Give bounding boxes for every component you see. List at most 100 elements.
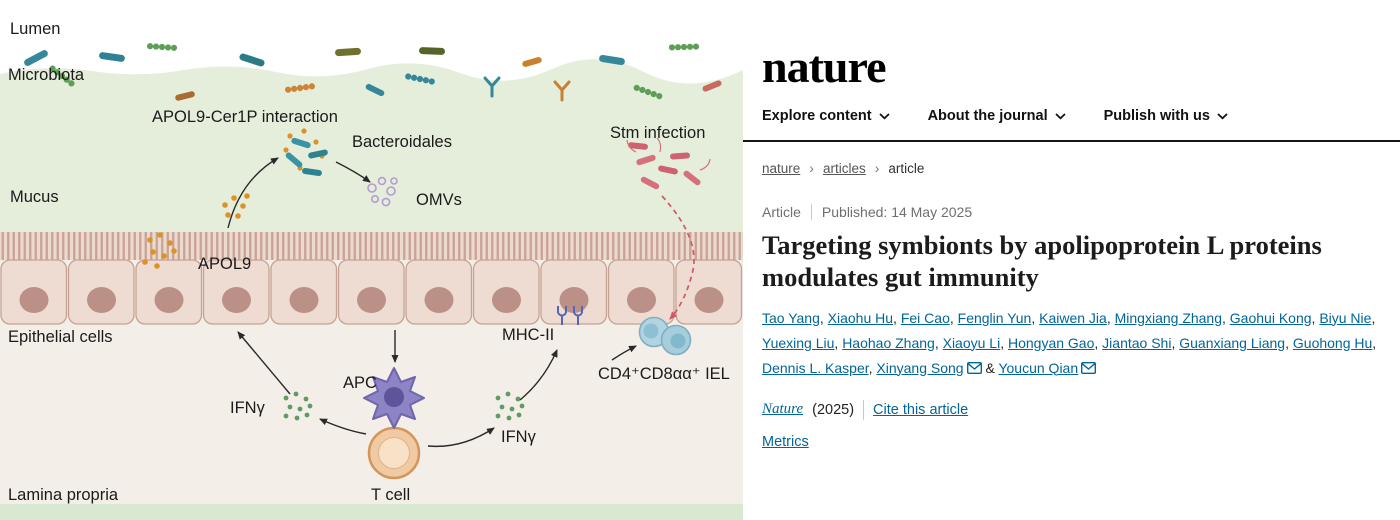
journal-link[interactable]: Nature [762,401,804,418]
author-link[interactable]: Xinyang Song [876,359,964,376]
label-mucus: Mucus [10,188,59,206]
label-ifng-right: IFNγ [501,428,536,446]
author-separator: , [868,359,877,376]
citation-row: Nature (2025) Cite this article [762,399,1378,420]
label-lumen: Lumen [10,20,61,38]
nav-label: Publish with us [1103,108,1210,124]
email-icon[interactable] [1081,357,1097,382]
author-separator: , [1285,334,1293,351]
nature-logo[interactable]: nature [762,41,886,92]
stm-infection-path [661,195,695,320]
author-separator: , [1311,309,1320,326]
metrics-link[interactable]: Metrics [762,433,809,450]
t-cell-shape [367,426,421,480]
iel-cells [638,316,692,356]
author-link[interactable]: Youcun Qian [998,359,1079,376]
cite-divider [863,399,865,420]
author-separator: , [1106,309,1115,326]
author-link[interactable]: Guanxiang Liang [1179,334,1286,351]
breadcrumb-nature[interactable]: nature [762,160,801,176]
ifng-dots [283,391,525,421]
article-page-panel: nature Explore content About the journal… [743,0,1400,520]
figure-illustration [0,42,743,520]
apol9-dots [142,128,325,269]
label-apol9-cer1p: APOL9-Cer1P interaction [152,108,338,126]
article-meta: Article Published: 14 May 2025 [762,204,1378,220]
author-link[interactable]: Biyu Nie [1319,309,1372,326]
author-link[interactable]: Kaiwen Jia [1039,309,1107,326]
chevron-down-icon [1054,112,1066,120]
nav-label: Explore content [762,108,872,124]
authors-ampersand: & [981,359,999,376]
author-list: Tao Yang, Xiaohu Hu, Fei Cao, Fenglin Yu… [762,306,1378,382]
published-date: 14 May 2025 [891,204,973,220]
microbiota-shapes [22,42,723,102]
author-separator: , [1094,334,1103,351]
author-separator: , [1171,334,1180,351]
label-microbiota: Microbiota [8,66,85,84]
nav-publish-with-us[interactable]: Publish with us [1104,108,1228,124]
author-link[interactable]: Mingxiang Zhang [1114,309,1223,326]
author-separator: , [819,309,828,326]
nav-label: About the journal [927,108,1048,124]
author-separator: , [1031,309,1040,326]
author-link[interactable]: Tao Yang [762,309,820,326]
journal-year: (2025) [812,401,855,418]
author-link[interactable]: Haohao Zhang [842,334,935,351]
apc-shape [363,367,425,429]
cite-this-article-link[interactable]: Cite this article [873,401,969,418]
process-arrows [227,157,637,448]
email-icon[interactable] [966,357,982,382]
author-separator: , [1372,334,1377,351]
author-link[interactable]: Dennis L. Kasper [762,359,869,376]
published-label: Published: [821,204,888,220]
omv-vesicles [367,176,398,207]
nav-about-journal[interactable]: About the journal [928,108,1066,124]
author-separator: , [1000,334,1008,351]
stm-bacteria [626,137,711,191]
breadcrumb-article: article [888,160,925,176]
author-separator: , [893,309,901,326]
article-title: Targeting symbionts by apolipoprotein L … [762,230,1322,292]
nav-explore-content[interactable]: Explore content [762,108,890,124]
figure-panel: Lumen Microbiota Mucus Epithelial cells … [0,20,743,520]
label-apol9: APOL9 [198,255,252,273]
site-nav: Explore content About the journal Publis… [762,108,1378,124]
author-link[interactable]: Xiaoyu Li [942,334,1001,351]
chevron-down-icon [1217,112,1228,120]
mhc2-icons [557,306,583,325]
breadcrumb-separator-icon: › [809,160,814,176]
label-mhc2: MHC-II [502,326,555,344]
header-divider [743,140,1400,142]
author-separator: , [934,334,943,351]
breadcrumb: nature › articles › article [762,160,1378,176]
author-link[interactable]: Guohong Hu [1292,334,1373,351]
label-iel: CD4⁺CD8αα⁺ IEL [598,365,730,383]
author-separator: , [949,309,958,326]
article-type: Article [762,204,801,220]
author-link[interactable]: Yuexing Liu [762,334,835,351]
breadcrumb-articles[interactable]: articles [822,160,866,176]
author-link[interactable]: Jiantao Shi [1102,334,1172,351]
breadcrumb-separator-icon: › [874,160,880,176]
chevron-down-icon [878,112,890,120]
label-apc: APC [343,374,377,392]
brush-border [0,232,743,260]
epithelial-cell-row [0,259,743,325]
label-omvs: OMVs [416,191,462,209]
label-t-cell: T cell [371,486,411,504]
author-separator: , [1371,309,1376,326]
label-lamina-propria: Lamina propria [8,486,119,504]
author-link[interactable]: Xiaohu Hu [827,309,894,326]
author-link[interactable]: Fei Cao [900,309,950,326]
meta-divider [810,204,812,220]
published-line: Published: 14 May 2025 [822,204,972,220]
author-link[interactable]: Gaohui Kong [1229,309,1312,326]
label-stm-infection: Stm infection [610,124,706,142]
author-link[interactable]: Hongyan Gao [1007,334,1095,351]
label-epithelial-cells: Epithelial cells [8,328,113,346]
author-separator: , [834,334,843,351]
author-link[interactable]: Fenglin Yun [957,309,1032,326]
label-bacteroidales: Bacteroidales [352,133,452,151]
